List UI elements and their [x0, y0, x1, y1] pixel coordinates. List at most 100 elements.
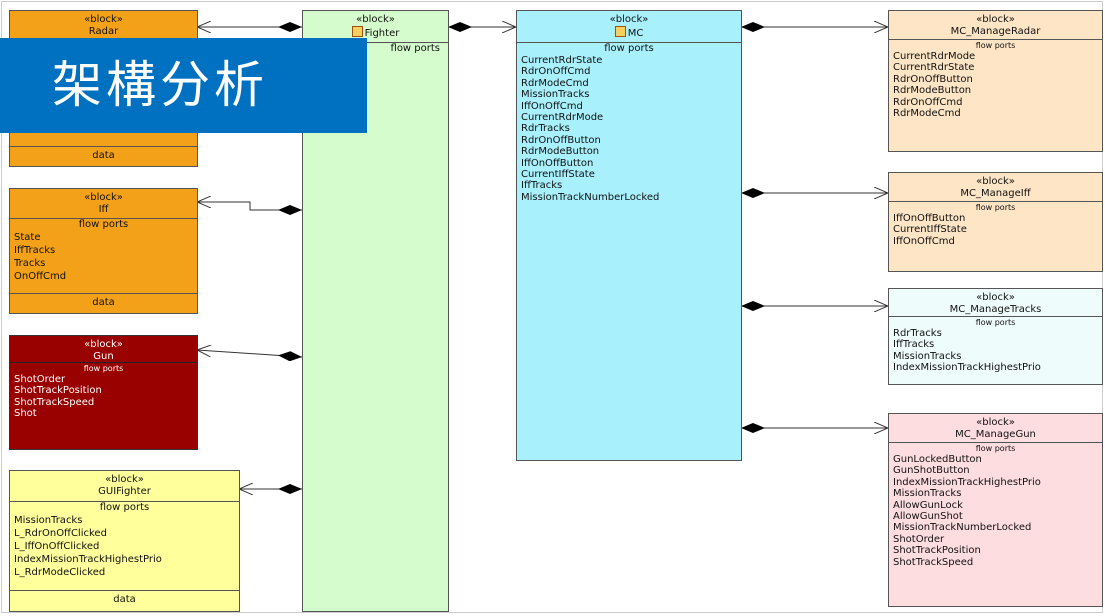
block-mc-manage-iff[interactable]: «block»MC_ManageIff flow ports IffOnOffB…	[888, 172, 1103, 272]
flow-ports-label: flow ports	[83, 364, 124, 373]
flow-port-item[interactable]: GunLockedButton	[893, 454, 982, 465]
flow-port-item[interactable]: IffOnOffButton	[521, 157, 594, 169]
flow-port-item[interactable]: IffTracks	[521, 180, 563, 192]
block-name: Iff	[98, 204, 109, 215]
stereotype: «block»	[976, 417, 1015, 428]
flow-port-item[interactable]: IffTracks	[893, 339, 935, 351]
flow-port-item[interactable]: ShotOrder	[893, 533, 945, 545]
block-name: GUIFighter	[98, 486, 151, 497]
flow-port-item[interactable]: OnOffCmd	[14, 271, 67, 282]
flow-port-item[interactable]: MissionTracks	[14, 515, 83, 526]
flow-port-item[interactable]: State	[14, 232, 41, 243]
flow-port-item[interactable]: RdrOnOffCmd	[521, 66, 591, 78]
block-name: MC	[627, 28, 644, 39]
stereotype: «block»	[356, 14, 395, 25]
flow-port-item[interactable]: CurrentRdrState	[893, 62, 975, 74]
flow-port-item[interactable]: IffOnOffCmd	[521, 100, 583, 112]
flow-ports-label: flow ports	[99, 502, 150, 513]
flow-port-item[interactable]: RdrOnOffCmd	[893, 96, 963, 108]
flow-port-item[interactable]: RdrModeButton	[521, 146, 600, 158]
flow-port-item[interactable]: IffOnOffButton	[893, 213, 966, 224]
stereotype: «block»	[609, 14, 649, 25]
flow-port-item[interactable]: RdrTracks	[521, 123, 570, 135]
stereotype: «block»	[976, 292, 1015, 303]
stereotype: «block»	[84, 192, 123, 203]
flow-port-item[interactable]: CurrentRdrMode	[521, 112, 604, 124]
flow-port-item[interactable]: MissionTracks	[893, 488, 962, 500]
flow-ports-label: flow ports	[975, 41, 1016, 50]
flow-port-item[interactable]: IndexMissionTrackHighestPrio	[14, 554, 162, 565]
block-name: MC_ManageTracks	[949, 304, 1042, 315]
flow-port-item[interactable]: RdrTracks	[893, 328, 942, 339]
flow-port-item[interactable]: CurrentRdrMode	[893, 51, 976, 62]
stereotype: «block»	[84, 14, 123, 25]
flow-port-item[interactable]: IndexMissionTrackHighestPrio	[893, 362, 1041, 374]
data-compartment: data	[10, 590, 239, 608]
block-name: MC_ManageRadar	[950, 26, 1041, 37]
flow-port-item[interactable]: ShotTrackPosition	[14, 385, 102, 397]
flow-port-item[interactable]: CurrentIffState	[521, 169, 595, 181]
flow-port-item[interactable]: RdrOnOffButton	[893, 73, 973, 85]
assoc-fighter-iff[interactable]	[197, 202, 302, 210]
stereotype: «block»	[976, 176, 1015, 187]
flow-ports-label: flow ports	[975, 203, 1016, 212]
data-compartment: data	[10, 146, 197, 164]
flow-port-item[interactable]: ShotTrackSpeed	[893, 556, 974, 568]
block-icon	[351, 26, 363, 37]
block-mc-manage-tracks[interactable]: «block»MC_ManageTracks flow ports RdrTra…	[888, 288, 1103, 385]
flow-ports-label: flow ports	[604, 43, 654, 54]
flow-ports-label: flow ports	[78, 219, 129, 230]
flow-port-item[interactable]: L_RdrOnOffClicked	[14, 528, 107, 539]
flow-ports-label: flow ports	[975, 318, 1016, 327]
block-name: MC_ManageIff	[960, 188, 1031, 199]
assoc-fighter-gun[interactable]	[197, 350, 303, 357]
flow-port-item[interactable]: CurrentRdrState	[521, 55, 603, 66]
flow-port-item[interactable]: MissionTracks	[893, 350, 962, 362]
flow-port-item[interactable]: IndexMissionTrackHighestPrio	[893, 476, 1041, 488]
data-compartment: data	[10, 293, 197, 311]
block-name: Radar	[88, 26, 119, 37]
flow-ports-label: flow ports	[390, 43, 440, 54]
flow-port-item[interactable]: IffTracks	[14, 245, 56, 256]
flow-port-item[interactable]: ShotTrackSpeed	[14, 396, 95, 408]
flow-port-item[interactable]: MissionTrackNumberLocked	[521, 191, 660, 203]
block-guifighter[interactable]: «block»GUIFighter flow ports MissionTrac…	[9, 470, 240, 612]
flow-port-item[interactable]: MissionTrackNumberLocked	[893, 522, 1032, 534]
stereotype: «block»	[976, 14, 1015, 25]
flow-port-item[interactable]: L_IffOnOffClicked	[14, 541, 100, 552]
flow-port-item[interactable]: MissionTracks	[521, 89, 590, 101]
stereotype: «block»	[105, 474, 144, 485]
flow-port-item[interactable]: ShotTrackPosition	[893, 545, 981, 557]
flow-port-item[interactable]: L_RdrModeClicked	[14, 567, 106, 578]
flow-port-item[interactable]: Shot	[14, 408, 37, 420]
flow-port-item[interactable]: Tracks	[14, 258, 46, 269]
flow-port-item[interactable]: GunShotButton	[893, 465, 970, 477]
flow-port-item[interactable]: AllowGunLock	[893, 499, 963, 511]
block-name: MC_ManageGun	[955, 429, 1036, 440]
block-mc-manage-radar[interactable]: «block»MC_ManageRadar flow ports Current…	[888, 10, 1103, 152]
flow-port-item[interactable]: RdrModeCmd	[521, 77, 589, 89]
stereotype: «block»	[84, 339, 123, 350]
flow-port-item[interactable]: RdrOnOffButton	[521, 134, 601, 146]
block-name: Gun	[93, 351, 114, 362]
flow-port-item[interactable]: ShotOrder	[14, 374, 66, 385]
flow-ports-label: flow ports	[975, 444, 1016, 453]
block-mc-manage-gun[interactable]: «block»MC_ManageGun flow ports GunLocked…	[888, 413, 1103, 607]
flow-port-item[interactable]: AllowGunShot	[893, 511, 963, 523]
flow-port-item[interactable]: RdrModeCmd	[893, 108, 961, 120]
flow-port-item[interactable]: IffOnOffCmd	[893, 235, 955, 247]
flow-port-item[interactable]: RdrModeButton	[893, 85, 972, 97]
block-name: Fighter	[364, 28, 400, 39]
title-banner: 架構分析	[0, 38, 367, 133]
flow-port-item[interactable]: CurrentIffState	[893, 224, 967, 236]
